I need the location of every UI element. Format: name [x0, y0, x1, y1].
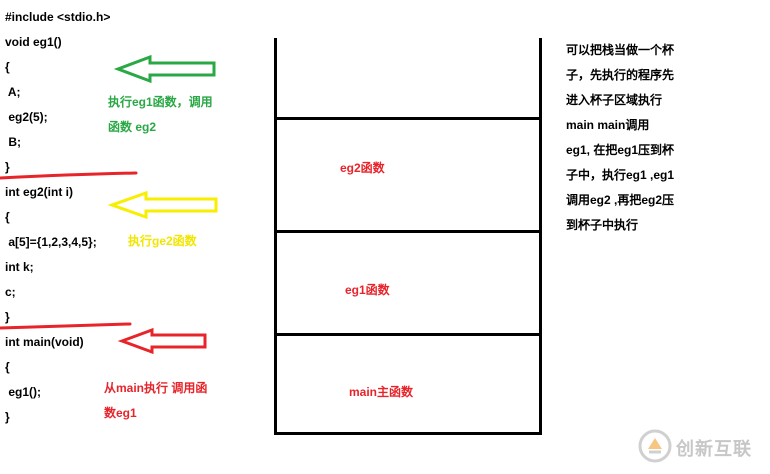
- yellow-arrow-icon: [107, 190, 218, 220]
- code-line: {: [5, 360, 10, 374]
- watermark-text: 创新互联: [676, 439, 752, 459]
- main-exec-note: 从main执行 调用函 数eg1: [104, 381, 208, 420]
- green-arrow-icon: [113, 54, 216, 84]
- stack-frame-divider: [274, 230, 542, 233]
- code-line: A;: [5, 85, 21, 99]
- code-line: B;: [5, 135, 21, 149]
- stack-frame-eg1: eg1函数: [345, 283, 390, 297]
- code-line: int k;: [5, 260, 34, 274]
- eg1-call-note: 执行eg1函数，调用 函数 eg2: [108, 95, 213, 134]
- code-line: c;: [5, 285, 16, 299]
- code-line: void eg1(): [5, 35, 62, 49]
- stack-frame-eg2: eg2函数: [340, 161, 385, 175]
- watermark: 创新互联: [636, 426, 764, 466]
- function-separator: [0, 322, 132, 330]
- stack-frame-divider: [274, 117, 542, 120]
- code-line: int main(void): [5, 335, 84, 349]
- brand-logo-icon: [638, 429, 672, 463]
- code-line: }: [5, 310, 10, 324]
- stack-explanation: 可以把栈当做一个杯 子，先执行的程序先 进入杯子区域执行 main main调用…: [566, 43, 675, 232]
- stack-frame-main: main主函数: [349, 385, 414, 399]
- code-line: }: [5, 160, 10, 174]
- code-line: }: [5, 410, 10, 424]
- code-line: eg2(5);: [5, 110, 48, 124]
- stack-frame-divider: [274, 333, 542, 336]
- code-line: eg1();: [5, 385, 41, 399]
- red-arrow-icon: [117, 327, 207, 355]
- eg2-exec-note: 执行ge2函数: [128, 234, 197, 248]
- code-line: a[5]={1,2,3,4,5};: [5, 235, 97, 249]
- code-line: int eg2(int i): [5, 185, 73, 199]
- code-line: {: [5, 60, 10, 74]
- code-line: {: [5, 210, 10, 224]
- function-separator: [0, 171, 138, 180]
- stack-cup: [274, 38, 542, 435]
- code-line: #include <stdio.h>: [5, 10, 111, 24]
